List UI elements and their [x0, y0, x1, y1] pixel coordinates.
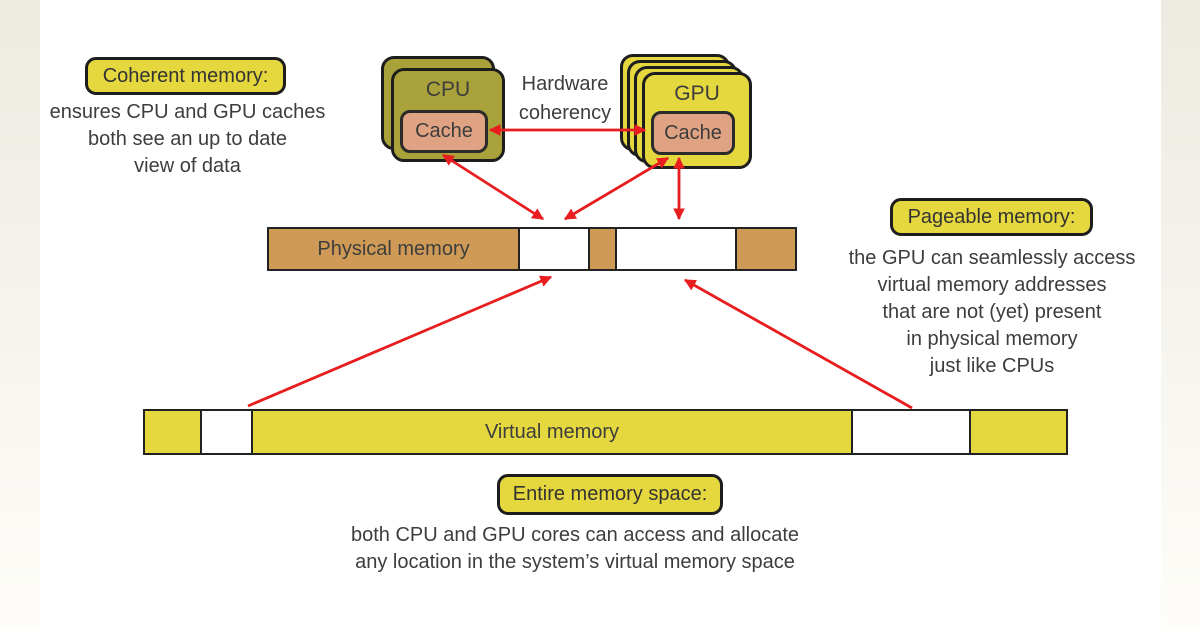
arrow-cpu-cache-to-physical: [442, 153, 544, 221]
physical-segment-used: [588, 229, 615, 269]
pageable-memory-title: Pageable memory:: [907, 205, 1076, 228]
cpu-chip: CPU Cache: [391, 68, 505, 162]
cpu-title: CPU: [425, 78, 471, 101]
gpu-title: GPU: [674, 82, 720, 105]
entire-memory-space-description: both CPU and GPU cores can access and al…: [319, 522, 831, 576]
virtual-memory-bar: Virtual memory: [143, 409, 1068, 455]
virtual-segment-allocated: [145, 411, 200, 453]
coherency-line: Hardware: [521, 73, 609, 95]
virtual-segment-allocated: Virtual memory: [251, 411, 851, 453]
virtual-memory-label: Virtual memory: [484, 420, 620, 443]
arrow-virtual-to-physical-left: [247, 275, 553, 408]
entire-memory-space-label: Entire memory space:: [497, 474, 723, 515]
gpu-chip: GPU Cache: [642, 72, 752, 169]
physical-segment-used: Physical memory: [269, 229, 518, 269]
physical-segment-free: [518, 229, 588, 269]
pageable-desc-line: the GPU can seamlessly access: [848, 247, 1136, 269]
virtual-segment-free: [851, 411, 969, 453]
virtual-segment-allocated: [969, 411, 1066, 453]
cpu-cache-box: Cache: [400, 110, 488, 153]
entire-desc-line: any location in the system’s virtual mem…: [355, 551, 795, 573]
coherent-memory-label: Coherent memory:: [85, 57, 286, 95]
pageable-desc-line: virtual memory addresses: [877, 274, 1107, 296]
pageable-memory-label: Pageable memory:: [890, 198, 1093, 236]
hardware-coherency-note: Hardware coherency: [503, 70, 627, 128]
physical-memory-label: Physical memory: [317, 237, 470, 260]
pageable-desc-line: that are not (yet) present: [882, 301, 1102, 323]
coherent-desc-line: view of data: [134, 155, 241, 177]
coherent-desc-line: ensures CPU and GPU caches: [49, 101, 326, 123]
physical-segment-used: [735, 229, 795, 269]
coherency-line: coherency: [518, 102, 612, 124]
background-band-left: [0, 0, 40, 630]
entire-desc-line: both CPU and GPU cores can access and al…: [350, 524, 800, 546]
entire-memory-space-title: Entire memory space:: [512, 483, 708, 505]
physical-memory-bar: Physical memory: [267, 227, 797, 271]
coherent-memory-description: ensures CPU and GPU caches both see an u…: [35, 99, 340, 180]
pageable-desc-line: just like CPUs: [929, 355, 1055, 377]
background-band-right: [1161, 0, 1200, 630]
gpu-cache-label: Cache: [664, 121, 722, 144]
physical-segment-free: [615, 229, 735, 269]
coherent-memory-title: Coherent memory:: [102, 64, 269, 87]
pageable-desc-line: in physical memory: [906, 328, 1078, 350]
cpu-cache-label: Cache: [415, 120, 473, 142]
virtual-segment-free: [200, 411, 251, 453]
coherent-desc-line: both see an up to date: [87, 128, 288, 150]
pageable-memory-description: the GPU can seamlessly access virtual me…: [842, 245, 1142, 380]
gpu-cache-box: Cache: [651, 111, 735, 155]
